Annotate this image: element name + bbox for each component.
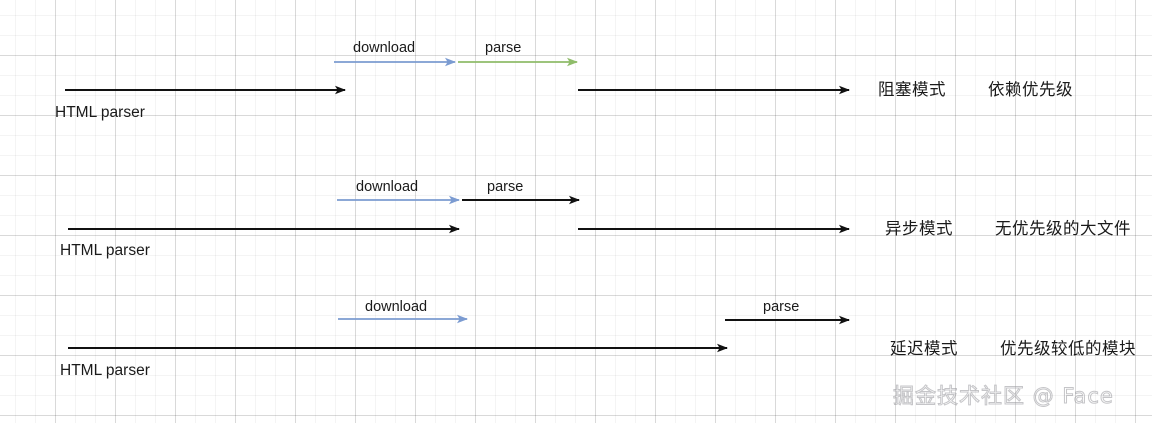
- parse-label-async: parse: [487, 179, 524, 195]
- download-label-defer: download: [365, 299, 428, 315]
- download-label-async: download: [356, 179, 419, 195]
- row-defer-arrows: [68, 314, 850, 353]
- parser-label-defer: HTML parser: [60, 362, 150, 379]
- parser-label-blocking: HTML parser: [55, 104, 145, 121]
- parse-label-blocking: parse: [485, 40, 522, 56]
- note-label-blocking: 依赖优先级: [988, 80, 1073, 99]
- row-blocking-arrows: [65, 57, 850, 95]
- parse-label-defer: parse: [763, 299, 800, 315]
- mode-label-defer: 延迟模式: [890, 339, 958, 358]
- mode-label-blocking: 阻塞模式: [878, 80, 946, 99]
- note-label-async: 无优先级的大文件: [995, 219, 1131, 238]
- watermark: 掘金技术社区 @ Face: [893, 384, 1114, 409]
- download-label-blocking: download: [353, 40, 416, 56]
- parser-label-async: HTML parser: [60, 242, 150, 259]
- note-label-defer: 优先级较低的模块: [1000, 339, 1136, 358]
- row-async-arrows: [68, 195, 850, 234]
- mode-label-async: 异步模式: [885, 219, 953, 238]
